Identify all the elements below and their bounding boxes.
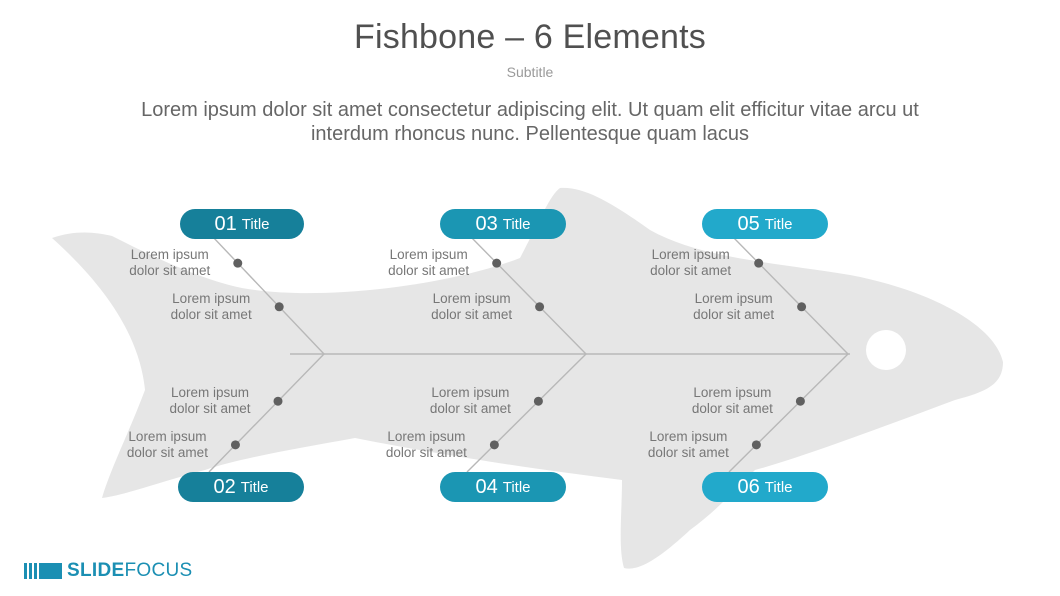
branch-dot	[797, 302, 807, 312]
branch-text: Lorem ipsum dolor sit amet	[431, 290, 513, 322]
branch-text: Lorem ipsum dolor sit amet	[170, 290, 252, 322]
branch-text: Lorem ipsum dolor sit amet	[169, 385, 251, 417]
branch-line-05	[731, 235, 849, 355]
page-title: Fishbone – 6 Elements	[354, 18, 706, 56]
title-pill-label: Title	[240, 478, 269, 496]
branch-dot	[533, 396, 543, 406]
branch-text: Lorem ipsum dolor sit amet	[429, 385, 511, 417]
title-pill-label: Title	[502, 478, 531, 496]
branch-text: Lorem ipsum dolor sit amet	[650, 247, 732, 279]
page-subtitle: Subtitle	[506, 64, 554, 80]
title-pill-label: Title	[502, 215, 531, 233]
title-pill-number: 06	[737, 475, 760, 498]
page-description: Lorem ipsum dolor sit amet consectetur a…	[141, 99, 919, 145]
branch-line-01	[211, 235, 325, 355]
branch-dot	[795, 396, 805, 406]
branch-dot	[754, 258, 764, 268]
title-pill-number: 02	[213, 475, 236, 498]
title-pill-number: 05	[737, 212, 760, 235]
branch-line-06	[728, 353, 849, 473]
branch-line-02	[208, 353, 325, 473]
logo-text-focus: FOCUS	[124, 560, 193, 581]
logo-text-slide: SLIDE	[67, 560, 125, 581]
branch-dot	[230, 440, 240, 450]
title-pill-number: 01	[214, 212, 237, 235]
branch-dot	[233, 258, 243, 268]
branch-line-04	[466, 353, 587, 473]
title-pill-label: Title	[241, 215, 270, 233]
branch-dot	[535, 302, 545, 312]
branch-dot	[751, 440, 761, 450]
branch-text: Lorem ipsum dolor sit amet	[385, 428, 467, 460]
fish-eye	[866, 330, 906, 370]
logo-bars-icon	[24, 563, 62, 579]
branch-dot	[274, 302, 284, 312]
branch-text: Lorem ipsum dolor sit amet	[388, 247, 470, 279]
branch-text: Lorem ipsum dolor sit amet	[647, 428, 729, 460]
branch-text: Lorem ipsum dolor sit amet	[129, 247, 211, 279]
branch-dot	[492, 258, 502, 268]
title-pill-label: Title	[764, 215, 793, 233]
branch-dot	[489, 440, 499, 450]
fish-silhouette	[52, 187, 1003, 569]
branch-text: Lorem ipsum dolor sit amet	[126, 428, 208, 460]
branch-line-03	[469, 235, 587, 355]
title-pill-number: 04	[475, 475, 498, 498]
branch-dot	[273, 396, 283, 406]
branch-text: Lorem ipsum dolor sit amet	[691, 385, 773, 417]
title-pill-label: Title	[764, 478, 793, 496]
branch-text: Lorem ipsum dolor sit amet	[693, 290, 775, 322]
slidefocus-logo: SLIDE FOCUS	[24, 559, 192, 583]
title-pill-number: 03	[475, 212, 498, 235]
